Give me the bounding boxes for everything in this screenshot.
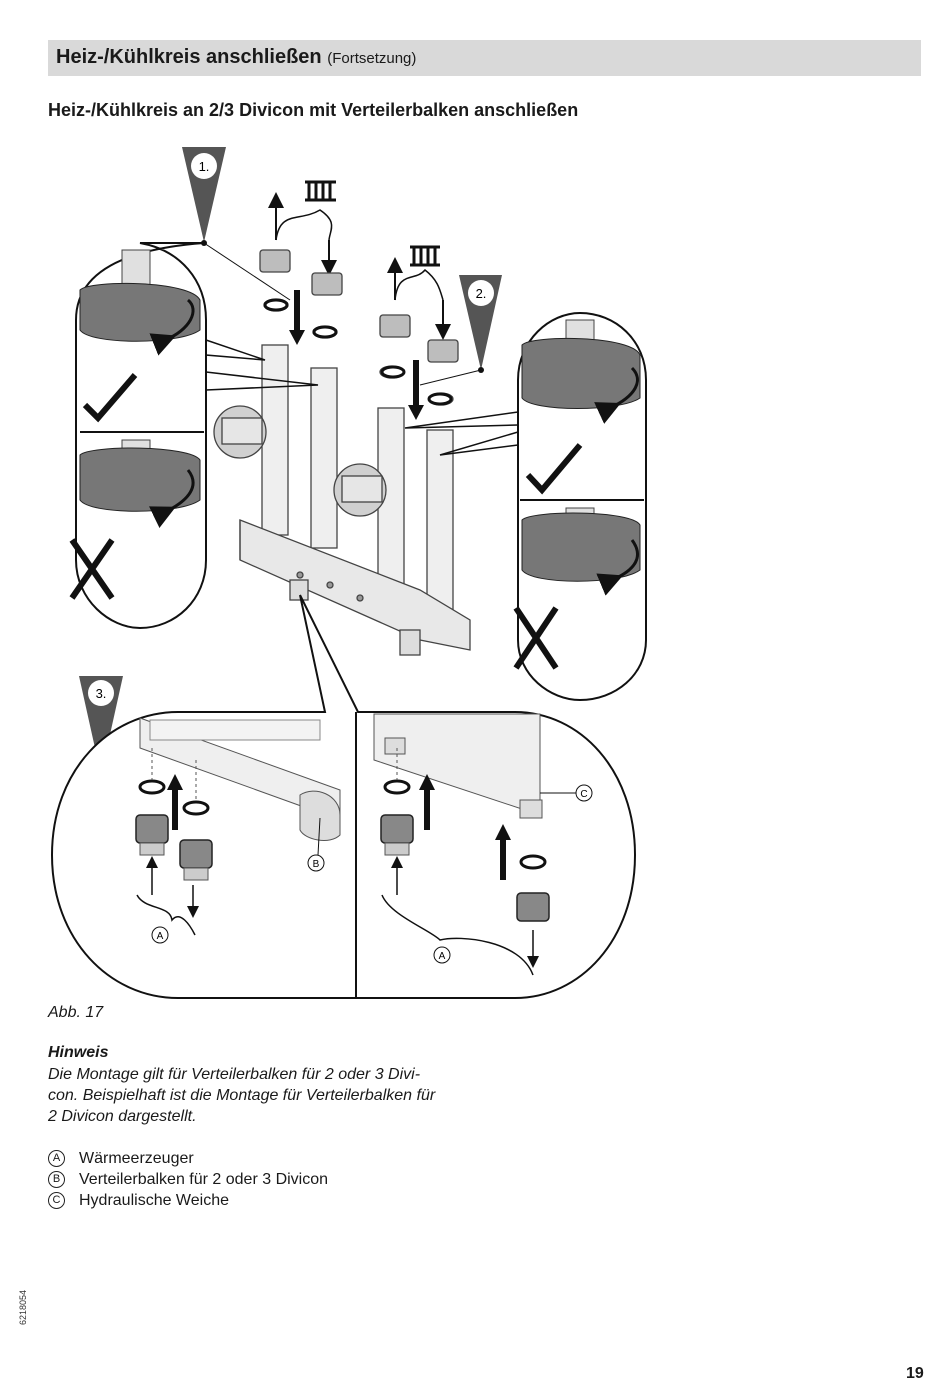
legend-key: B <box>48 1171 65 1188</box>
svg-text:A: A <box>157 931 164 942</box>
legend-key: A <box>48 1150 65 1167</box>
legend: A Wärmeerzeuger B Verteilerbalken für 2 … <box>48 1148 328 1211</box>
detail-circle-step1 <box>69 242 207 630</box>
radiator-icon <box>410 245 440 267</box>
svg-text:A: A <box>439 951 446 962</box>
legend-label: Wärmeerzeuger <box>79 1149 194 1167</box>
detail-panel-step3 <box>50 594 637 999</box>
header-subtitle: (Fortsetzung) <box>327 50 417 67</box>
divicon-assembly <box>213 249 471 656</box>
callout-a: A <box>151 926 169 944</box>
document-number: 6218054 <box>18 1289 28 1325</box>
detail-circle-step2 <box>513 311 647 702</box>
page-number: 19 <box>906 1365 924 1382</box>
step-1-marker: 1. <box>182 147 226 246</box>
callout-b: B <box>307 854 325 872</box>
step-3-label: 3. <box>96 686 107 701</box>
legend-label: Verteilerbalken für 2 oder 3 Divicon <box>79 1170 329 1188</box>
legend-item: C Hydraulische Weiche <box>48 1190 328 1211</box>
step-3-marker: 3. <box>79 676 123 775</box>
legend-item: B Verteilerbalken für 2 oder 3 Divicon <box>48 1169 328 1190</box>
callout-a: A <box>433 946 451 964</box>
section-header: Heiz-/Kühlkreis anschließen (Fortsetzung… <box>48 40 921 76</box>
step-2-label: 2. <box>476 286 487 301</box>
gasket-icon <box>263 298 453 406</box>
note-heading: Hinweis <box>48 1044 109 1061</box>
callout-c: C <box>575 784 593 802</box>
step-2-marker: 2. <box>459 275 502 373</box>
legend-item: A Wärmeerzeuger <box>48 1148 328 1169</box>
section-title: Heiz-/Kühlkreis an 2/3 Divicon mit Verte… <box>48 100 579 120</box>
note-body: Die Montage gilt für Verteilerbalken für… <box>48 1064 478 1127</box>
header-title: Heiz-/Kühlkreis anschließen (Fortsetzung… <box>56 46 417 68</box>
step-1-label: 1. <box>199 159 210 174</box>
note-line: Die Montage gilt für Verteilerbalken für… <box>48 1066 421 1083</box>
note-line: 2 Divicon dargestellt. <box>48 1108 197 1125</box>
svg-text:C: C <box>580 789 587 800</box>
radiator-icon <box>305 180 336 202</box>
note-line: con. Beispielhaft ist die Montage für Ve… <box>48 1087 436 1104</box>
legend-label: Hydraulische Weiche <box>79 1191 229 1209</box>
svg-text:B: B <box>313 859 320 870</box>
installation-figure: 1. 2. 3. <box>50 147 647 999</box>
figure-caption: Abb. 17 <box>48 1004 104 1021</box>
legend-key: C <box>48 1192 65 1209</box>
